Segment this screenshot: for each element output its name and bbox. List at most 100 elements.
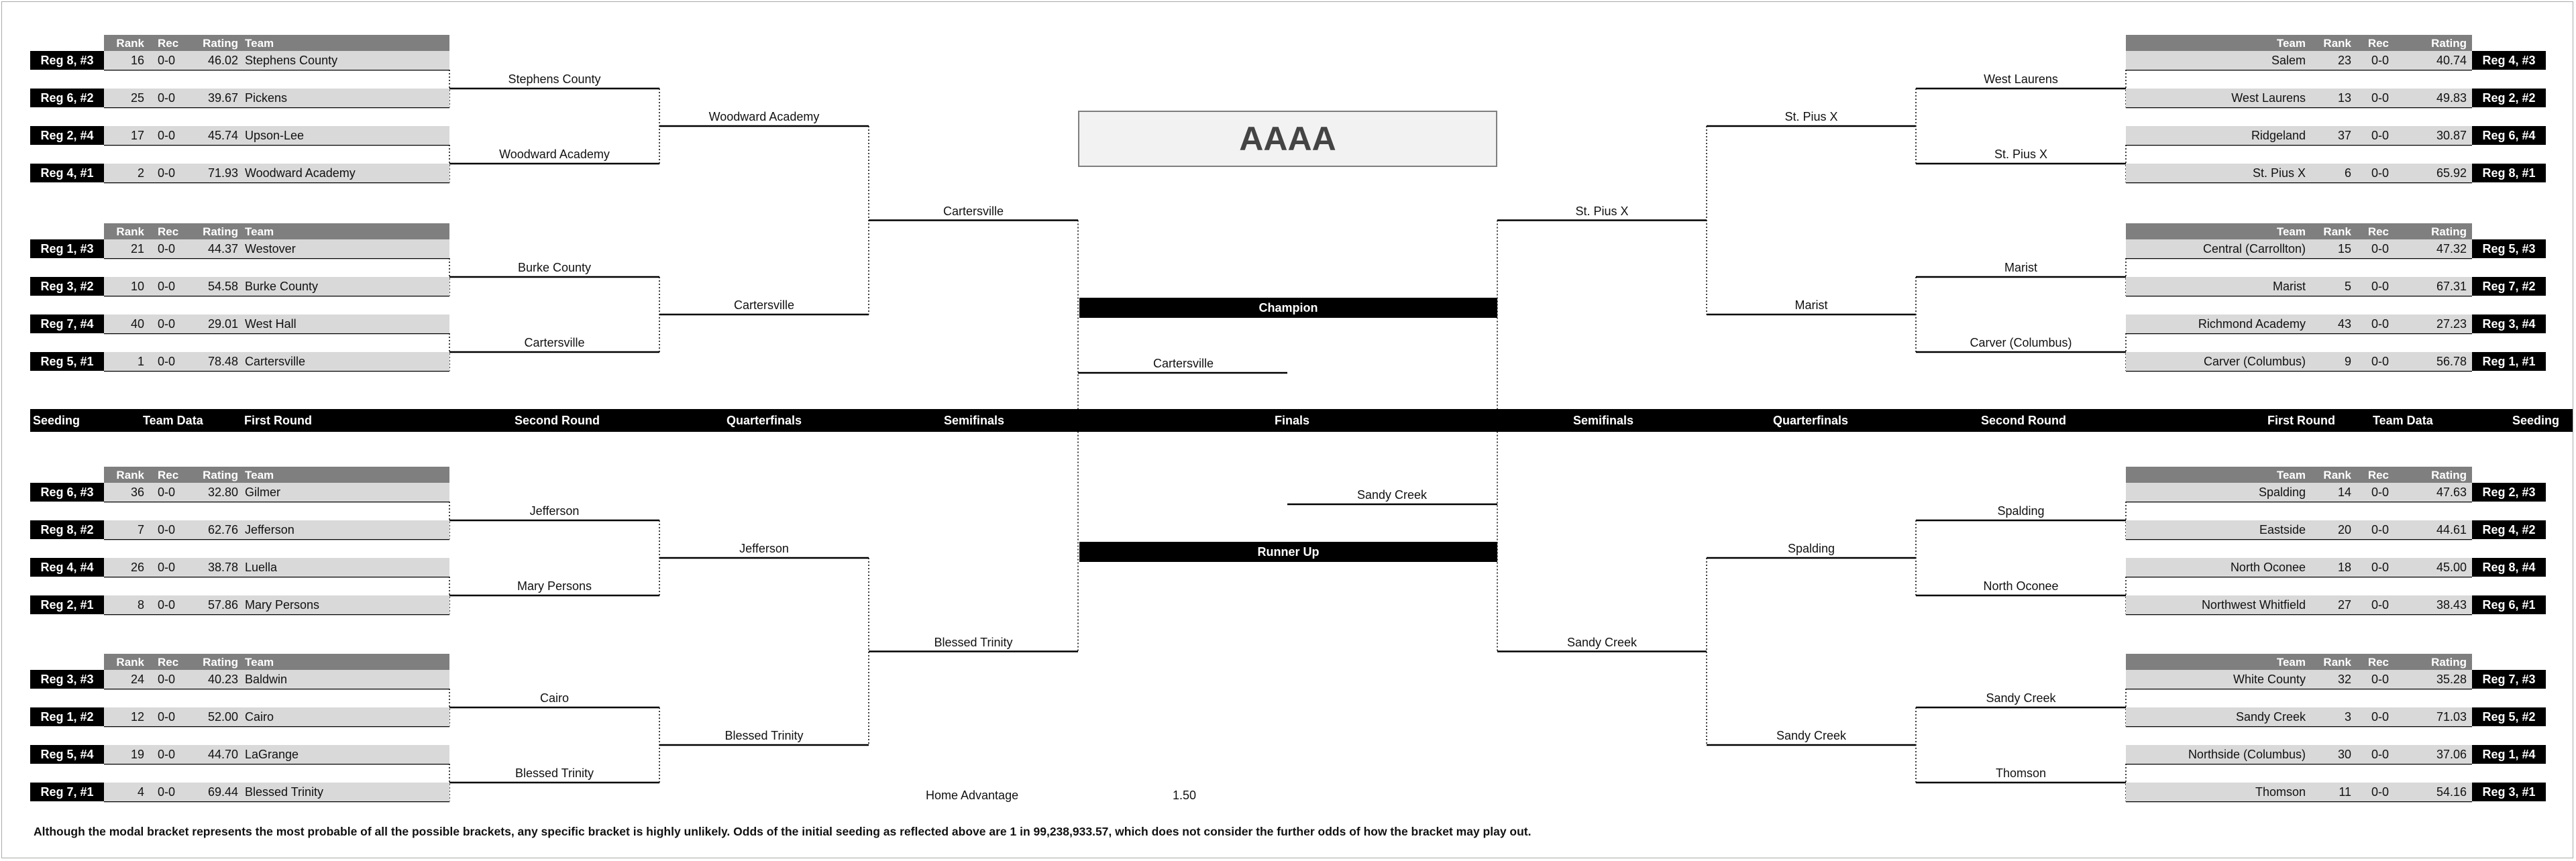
team-rank: 20 <box>2337 523 2351 536</box>
seed-badge: Reg 3, #1 <box>2472 783 2546 801</box>
column-header: Rank <box>116 225 144 238</box>
second-round-team: Cartersville <box>524 336 585 349</box>
team-rating: 49.83 <box>2436 91 2467 105</box>
column-header: Team <box>245 469 274 481</box>
team-record: 0-0 <box>158 317 176 331</box>
seed-badge: Reg 2, #1 <box>30 595 104 614</box>
team-rating: 40.23 <box>207 673 238 686</box>
team-rank: 18 <box>2337 561 2351 574</box>
seed-badge: Reg 4, #4 <box>30 558 104 577</box>
team-name: Ridgeland <box>2251 129 2306 142</box>
team-rank: 3 <box>2344 710 2351 724</box>
quarterfinal-team: Spalding <box>1787 542 1835 555</box>
second-round-team: Spalding <box>1997 504 2045 518</box>
column-header: Team <box>245 225 274 238</box>
team-rank: 14 <box>2337 485 2351 499</box>
column-header: Rec <box>2367 656 2389 669</box>
seed-badge: Reg 6, #2 <box>30 89 104 107</box>
team-name: Woodward Academy <box>245 166 356 180</box>
team-record: 0-0 <box>2371 91 2389 105</box>
team-rating: 40.74 <box>2436 54 2467 67</box>
second-round-team: Blessed Trinity <box>515 766 594 780</box>
team-name: Spalding <box>2258 485 2306 499</box>
team-name: North Oconee <box>2230 561 2306 574</box>
team-rank: 16 <box>130 54 144 67</box>
seed-badge: Reg 4, #1 <box>30 164 104 182</box>
team-rank: 25 <box>130 91 144 105</box>
team-rating: 52.00 <box>207 710 238 724</box>
column-header: Rec <box>2367 37 2389 50</box>
round-label-semifinals-right: Semifinals <box>1573 414 1634 427</box>
team-record: 0-0 <box>2371 242 2389 255</box>
seed-badge: Reg 8, #2 <box>30 520 104 539</box>
team-rank: 2 <box>137 166 144 180</box>
team-rank: 9 <box>2344 355 2351 368</box>
column-header: Rank <box>2323 37 2351 50</box>
second-round-team: Mary Persons <box>517 579 592 593</box>
column-header: Rec <box>2367 469 2389 481</box>
seed-badge: Reg 6, #3 <box>30 483 104 502</box>
team-rank: 21 <box>130 242 144 255</box>
column-header: Team <box>2276 37 2306 50</box>
semifinal-team: St. Pius X <box>1575 204 1629 218</box>
second-round-team: Thomson <box>1995 766 2047 780</box>
seed-badge: Reg 8, #1 <box>2472 164 2546 182</box>
seed-badge: Reg 1, #2 <box>30 707 104 726</box>
team-rank: 43 <box>2337 317 2351 331</box>
team-name: Carver (Columbus) <box>2203 355 2306 368</box>
team-name: Westover <box>245 242 296 255</box>
column-header: Rating <box>203 469 238 481</box>
seed-badge: Reg 1, #3 <box>30 239 104 258</box>
team-record: 0-0 <box>158 355 176 368</box>
quarterfinal-team: Marist <box>1794 298 1828 312</box>
quarterfinal-team: Sandy Creek <box>1776 729 1847 742</box>
team-rating: 57.86 <box>207 598 238 612</box>
champion-team: Cartersville <box>1152 357 1214 370</box>
team-record: 0-0 <box>158 129 176 142</box>
quarterfinal-team: Blessed Trinity <box>724 729 804 742</box>
team-rank: 23 <box>2337 54 2351 67</box>
team-record: 0-0 <box>158 523 176 536</box>
team-name: Northside (Columbus) <box>2188 748 2306 761</box>
seed-badge: Reg 2, #4 <box>30 126 104 145</box>
seed-badge: Reg 5, #3 <box>2472 239 2546 258</box>
column-header: Team <box>245 37 274 50</box>
team-rating: 54.16 <box>2436 785 2467 799</box>
column-header: Rating <box>2431 656 2467 669</box>
seed-badge: Reg 2, #3 <box>2472 483 2546 502</box>
team-rating: 65.92 <box>2436 166 2467 180</box>
team-record: 0-0 <box>158 91 176 105</box>
column-header: Rank <box>2323 469 2351 481</box>
column-header: Rating <box>203 225 238 238</box>
column-header: Rank <box>2323 656 2351 669</box>
seed-badge: Reg 6, #1 <box>2472 595 2546 614</box>
team-rating: 37.06 <box>2436 748 2467 761</box>
team-name: Richmond Academy <box>2198 317 2306 331</box>
quarterfinal-team: Woodward Academy <box>708 110 820 123</box>
round-label-seeding-right: Seeding <box>2512 414 2560 427</box>
team-record: 0-0 <box>2371 523 2389 536</box>
team-record: 0-0 <box>158 280 176 293</box>
second-round-team: Stephens County <box>508 72 601 86</box>
footnote: Although the modal bracket represents th… <box>34 825 1532 838</box>
team-name: St. Pius X <box>2252 166 2306 180</box>
